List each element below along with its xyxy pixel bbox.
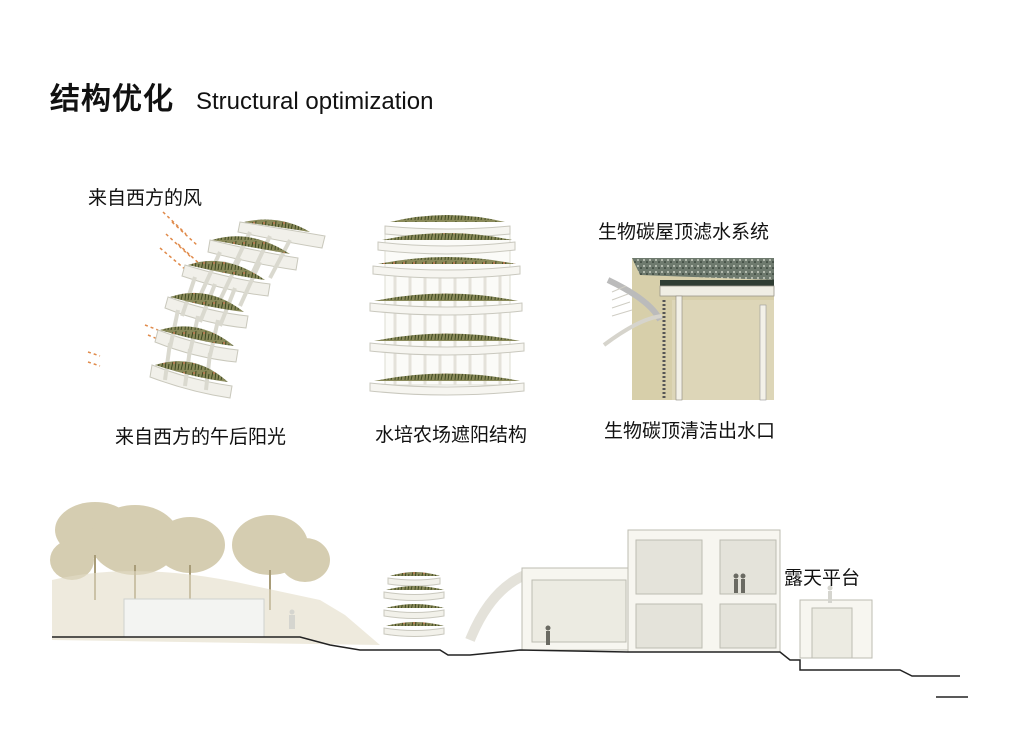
drain-outlet: [602, 314, 663, 347]
underground-block: [123, 598, 265, 638]
label-west-wind: 来自西方的风: [88, 187, 203, 209]
mini-hydroponic-tower: [383, 572, 445, 637]
page-title: 结构优化 Structural optimization: [50, 74, 433, 118]
biochar-roof-detail-illustration: [602, 258, 775, 401]
hydroponic-shading-illustration: [369, 215, 525, 396]
building-section: [521, 529, 873, 659]
label-biochar-roof-filter: 生物碳屋顶滤水系统: [598, 221, 770, 243]
label-open-terrace: 露天平台: [784, 567, 861, 589]
ground-line: [52, 636, 960, 677]
hydroponic-plants: [374, 215, 520, 381]
label-hydroponic-shading: 水培农场遮阳结构: [375, 424, 528, 446]
biochar-layer: [632, 258, 774, 280]
planter-greenery: [155, 219, 310, 382]
title-english: Structural optimization: [196, 88, 434, 115]
title-chinese: 结构优化: [50, 82, 174, 117]
people: [289, 573, 833, 645]
wind-sun-facade-illustration: [87, 211, 326, 399]
label-afternoon-sun: 来自西方的午后阳光: [115, 426, 287, 448]
shelves: [369, 225, 525, 396]
wind-arrows: [87, 211, 205, 367]
site-section-illustration: [50, 502, 968, 698]
label-biochar-outlet: 生物碳顶清洁出水口: [604, 420, 776, 442]
trees: [50, 502, 330, 582]
arched-shade: [465, 570, 528, 642]
